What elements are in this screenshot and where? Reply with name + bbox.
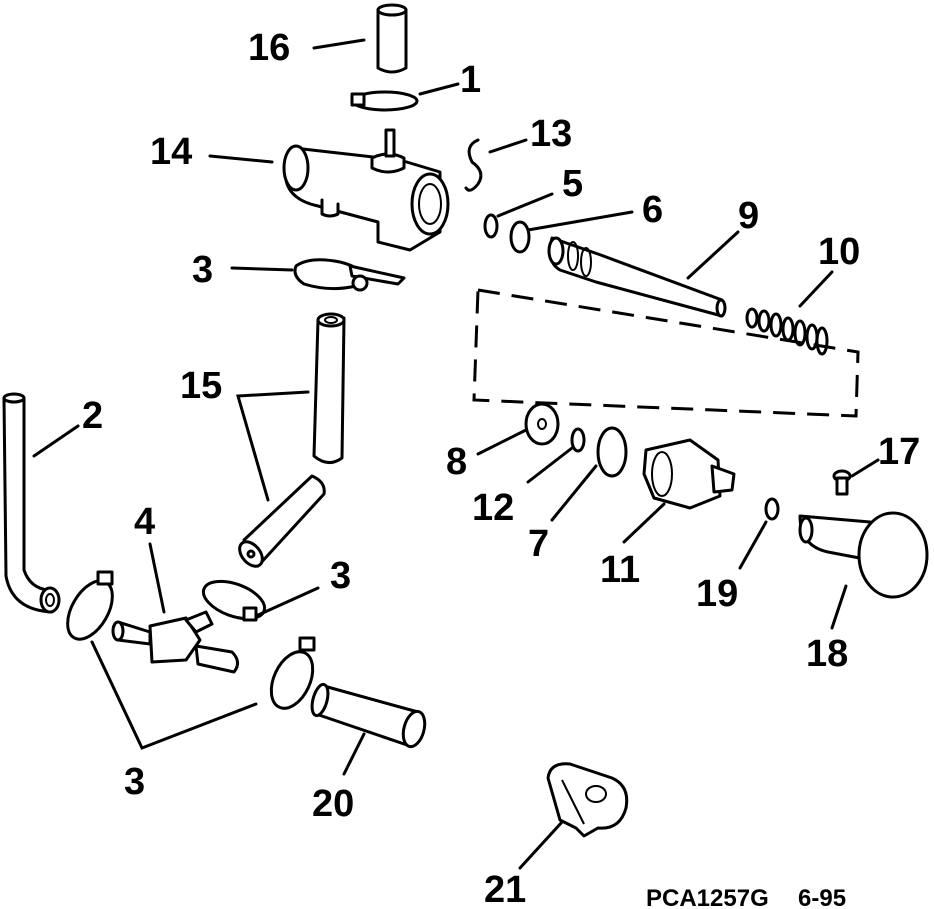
part-6-o-ring: [509, 220, 531, 254]
part-5-o-ring: [483, 213, 499, 239]
callout-11: 11: [600, 549, 640, 591]
callout-14: 14: [150, 131, 192, 173]
callout-12: 12: [472, 487, 514, 529]
callout-7: 7: [528, 523, 549, 565]
part-13-retaining-clip: [464, 138, 483, 192]
part-10-spring: [745, 307, 829, 356]
part-16-hose: [376, 3, 408, 74]
callout-10: 10: [818, 231, 860, 273]
callout-1: 1: [460, 59, 481, 101]
part-7-o-ring: [596, 426, 628, 478]
callout-5: 5: [562, 163, 583, 205]
callout-9: 9: [738, 195, 759, 237]
part-4-tee-fitting: [111, 610, 239, 674]
callout-15: 15: [180, 365, 222, 407]
callout-4: 4: [134, 501, 155, 543]
part-8-washer: [524, 402, 560, 446]
part-14-valve-housing: [282, 128, 450, 252]
part-3-clamp-right: [269, 636, 316, 710]
part-11-valve-seat: [642, 438, 736, 510]
callout-18: 18: [806, 633, 848, 675]
part-3-clamp-upper: [293, 258, 406, 292]
part-15-hose-lower: [238, 474, 326, 568]
callout-3-top: 3: [192, 249, 213, 291]
callout-3-middle: 3: [330, 555, 351, 597]
callout-20: 20: [312, 783, 354, 825]
part-21-bracket: [546, 762, 629, 838]
figure-date: 6-95: [798, 885, 846, 909]
part-19-o-ring: [764, 497, 780, 521]
part-15-hose-upper: [312, 312, 346, 464]
callout-8: 8: [446, 441, 467, 483]
part-18-plunger: [798, 511, 929, 599]
part-2-elbow-hose: [2, 392, 61, 614]
callout-16: 16: [248, 27, 290, 69]
callout-13: 13: [530, 113, 572, 155]
part-20-hose: [310, 682, 427, 749]
part-12-o-ring: [570, 427, 586, 453]
callout-17: 17: [878, 431, 920, 473]
part-3-clamp-left: [66, 570, 114, 641]
assembly-dashed-bracket: [472, 288, 860, 418]
part-17-screw: [832, 469, 852, 496]
figure-code: PCA1257G: [646, 885, 769, 909]
callout-19: 19: [696, 573, 738, 615]
part-9-valve-stem: [547, 236, 727, 318]
callout-21: 21: [484, 869, 526, 909]
leader-lines: [32, 38, 880, 870]
callout-6: 6: [642, 189, 663, 231]
callout-3-bottom: 3: [124, 761, 145, 803]
part-1-clamp: [350, 90, 419, 112]
callout-2: 2: [82, 395, 103, 437]
